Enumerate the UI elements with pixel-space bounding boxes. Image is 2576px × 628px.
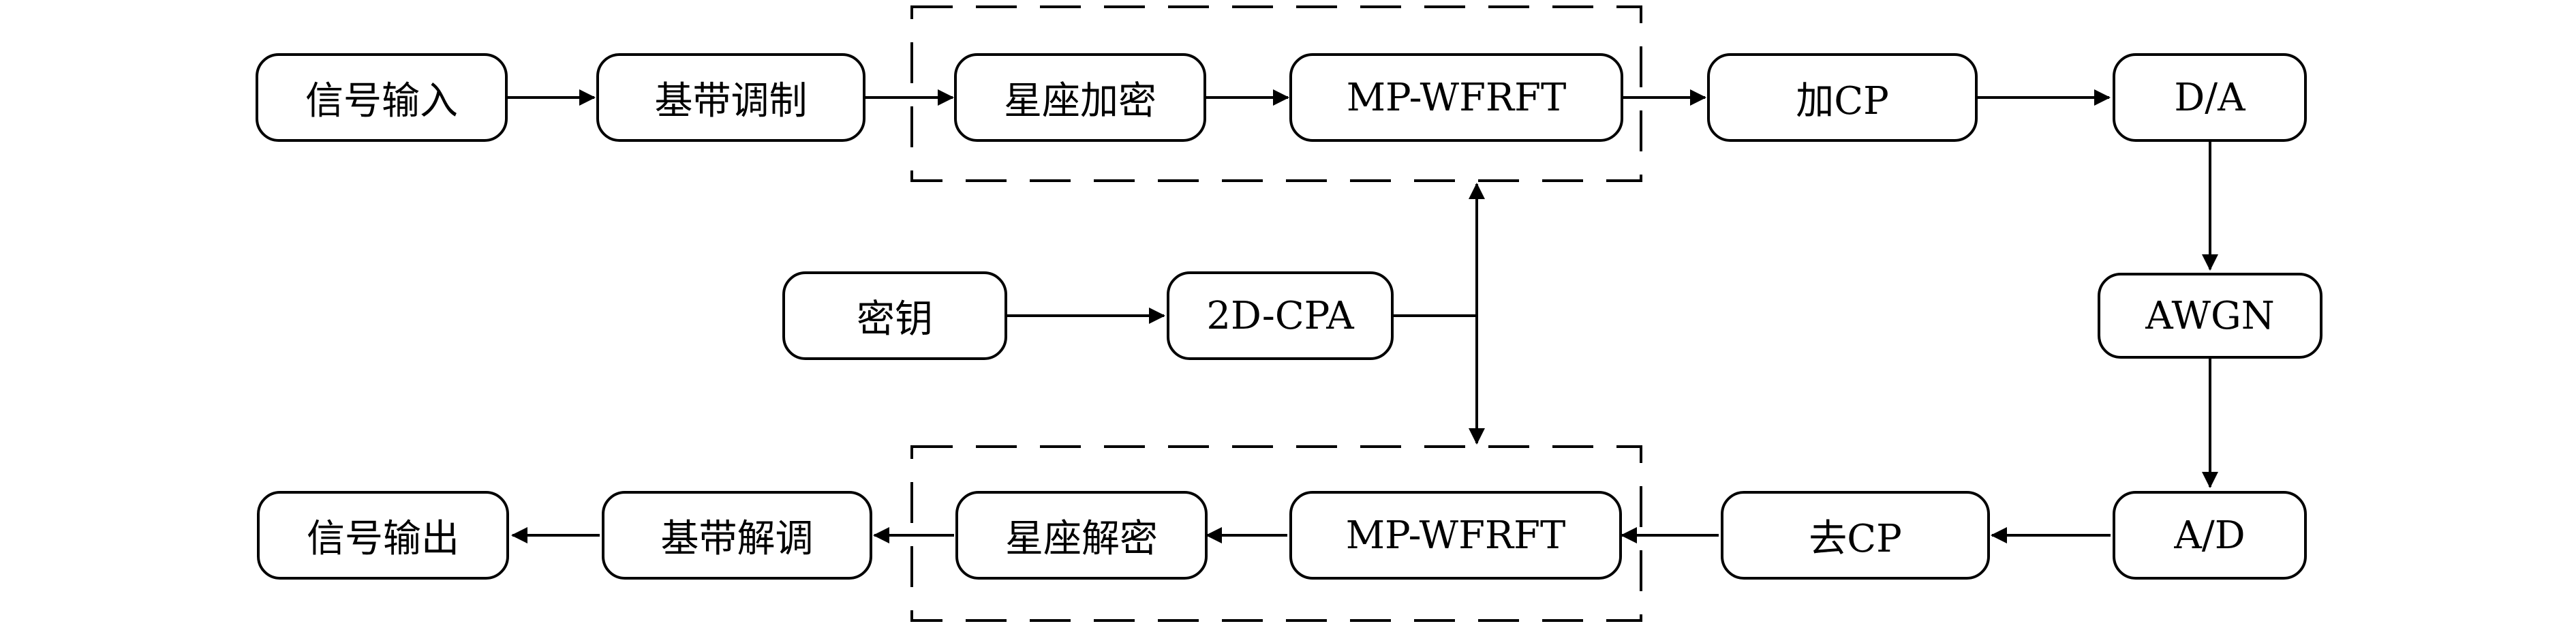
node-add-cp: 加CP — [1707, 53, 1978, 142]
node-mp-wfrft-rx: MP-WFRFT — [1289, 491, 1622, 580]
node-constellation-encryption: 星座加密 — [954, 53, 1206, 142]
node-awgn: AWGN — [2098, 273, 2322, 359]
node-mp-wfrft-tx: MP-WFRFT — [1289, 53, 1623, 142]
node-2d-cpa: 2D-CPA — [1167, 271, 1394, 360]
node-constellation-decryption: 星座解密 — [955, 491, 1208, 580]
node-da: D/A — [2113, 53, 2307, 142]
node-remove-cp: 去CP — [1721, 491, 1990, 580]
node-signal-output: 信号输出 — [257, 491, 509, 580]
node-baseband-demodulation: 基带解调 — [602, 491, 872, 580]
node-signal-input: 信号输入 — [256, 53, 508, 142]
node-key: 密钥 — [782, 271, 1007, 360]
node-baseband-modulation: 基带调制 — [596, 53, 865, 142]
node-ad: A/D — [2113, 491, 2307, 580]
